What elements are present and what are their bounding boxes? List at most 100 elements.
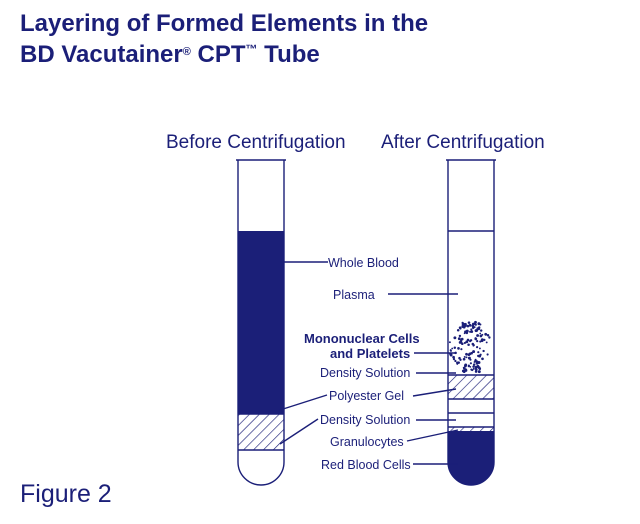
granulocytes-leader <box>406 429 459 442</box>
after-tube <box>446 159 496 486</box>
cell-dot <box>464 322 467 326</box>
cell-dot <box>465 352 468 356</box>
cell-dot <box>461 325 465 328</box>
cell-dot <box>485 341 488 344</box>
cell-dot <box>475 328 479 332</box>
diagram-title: Layering of Formed Elements in the BD Va… <box>20 8 428 70</box>
cell-dot <box>454 359 457 363</box>
cell-dot <box>474 358 477 361</box>
cell-dot <box>456 361 459 365</box>
polyester-gel-label: Polyester Gel <box>329 389 404 403</box>
cell-dot <box>463 341 466 345</box>
cell-dot <box>472 350 476 354</box>
cell-dot <box>449 353 453 357</box>
cell-dot <box>458 334 462 338</box>
cell-dot <box>482 349 485 353</box>
cell-dot <box>479 332 482 335</box>
cell-dot <box>478 367 482 370</box>
cell-dot <box>461 321 464 324</box>
mononuclear-dots <box>448 320 491 374</box>
title-brand: BD Vacutainer <box>20 41 183 68</box>
density-solution-top-label: Density Solution <box>320 366 410 380</box>
cell-dot <box>469 365 472 368</box>
cell-dot <box>486 353 489 356</box>
red-blood-cells-layer <box>448 431 494 485</box>
trademark-mark: ™ <box>245 42 258 56</box>
cell-dot <box>479 329 483 332</box>
granulocytes-label: Granulocytes <box>330 435 404 449</box>
cell-dot <box>468 323 472 327</box>
title-product: CPT <box>190 41 246 68</box>
cell-dot <box>467 364 470 367</box>
cell-dot <box>477 326 481 329</box>
cell-dot <box>472 363 476 366</box>
cell-dot <box>472 343 475 347</box>
cell-dot <box>460 348 463 351</box>
cell-dot <box>467 321 471 324</box>
cell-dot <box>453 336 457 340</box>
cell-dot <box>486 334 490 337</box>
cell-dot <box>481 357 484 361</box>
upper-density-layer <box>448 375 494 399</box>
plasma-label: Plasma <box>333 288 375 302</box>
cell-dot <box>466 324 470 328</box>
title-line-2: BD Vacutainer® CPT™ Tube <box>20 39 428 70</box>
cell-dot <box>474 323 477 326</box>
cell-dot <box>461 342 464 345</box>
cell-dot <box>473 361 476 363</box>
cell-dot <box>478 347 481 350</box>
cell-dot <box>488 336 491 339</box>
cell-dot <box>475 345 479 349</box>
cell-dot <box>451 347 454 350</box>
whole-blood-label: Whole Blood <box>328 256 399 270</box>
cell-dot <box>448 341 451 344</box>
cell-dot <box>477 370 481 374</box>
cell-dot <box>483 338 486 341</box>
cell-dot <box>467 353 471 357</box>
before-tube <box>236 159 286 486</box>
whole-blood-layer <box>238 231 284 414</box>
registered-mark: ® <box>182 46 191 58</box>
cell-dot <box>452 355 455 359</box>
cell-dot <box>472 365 475 368</box>
cell-dot <box>467 356 471 360</box>
cell-dot <box>456 329 460 332</box>
cell-dot <box>473 326 476 329</box>
cell-dot <box>463 332 466 335</box>
cell-dot <box>474 337 477 339</box>
cell-dot <box>477 351 480 354</box>
density-solution-bottom-leader-before <box>279 418 319 445</box>
title-line-1: Layering of Formed Elements in the <box>20 10 429 37</box>
cell-dot <box>472 367 475 370</box>
cell-dot <box>465 329 469 333</box>
cell-dot <box>474 370 478 373</box>
cell-dot <box>467 338 470 342</box>
cell-dot <box>470 351 473 355</box>
after-heading: After Centrifugation <box>381 132 545 153</box>
cell-dot <box>474 365 478 369</box>
polyester-gel-leader-after <box>412 388 457 397</box>
figure-label: Figure 2 <box>20 480 112 508</box>
cell-dot <box>461 369 465 373</box>
mononuclear-label-line2: and Platelets <box>330 346 410 361</box>
cell-dot <box>453 346 457 349</box>
cell-dot <box>476 340 479 343</box>
cell-dot <box>464 363 468 367</box>
cell-dot <box>469 362 472 365</box>
cell-dot <box>464 368 468 372</box>
cell-dot <box>458 356 461 360</box>
cell-dot <box>477 322 480 325</box>
red-blood-cells-label: Red Blood Cells <box>321 458 411 472</box>
before-heading: Before Centrifugation <box>166 132 346 153</box>
cell-dot <box>465 356 468 359</box>
density-solution-bottom-label: Density Solution <box>320 413 410 427</box>
after-tube-outline <box>447 160 495 486</box>
cell-dot <box>449 349 452 352</box>
cell-dot <box>479 334 483 338</box>
cell-dot <box>476 334 480 337</box>
cell-dot <box>474 320 477 324</box>
cell-dot <box>477 354 480 358</box>
cell-dot <box>467 343 470 346</box>
cell-dot <box>469 330 472 333</box>
